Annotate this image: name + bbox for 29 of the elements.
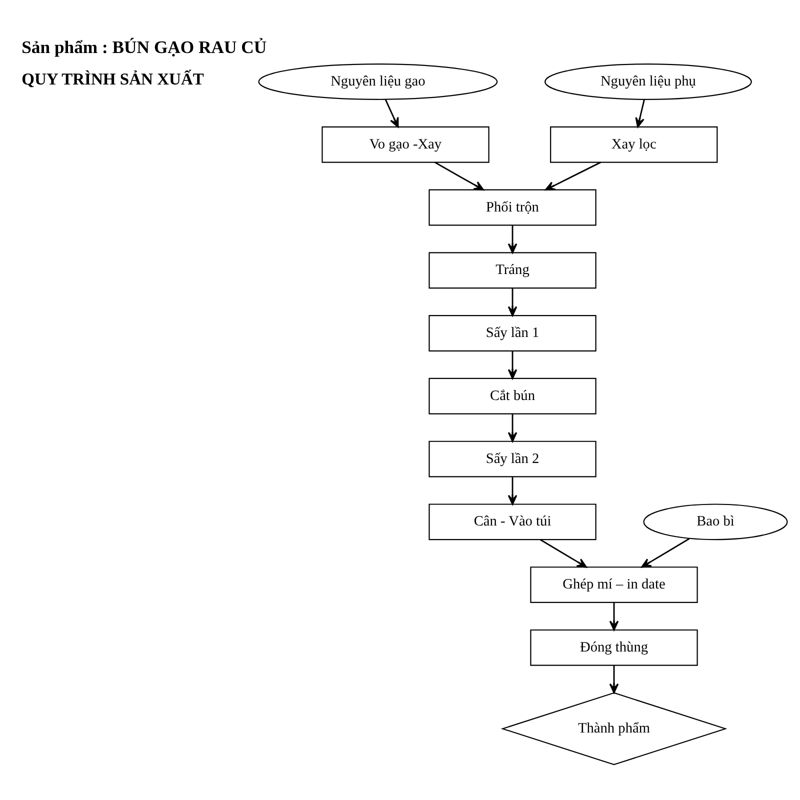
arrow [508,225,518,254]
arrow [635,99,645,128]
arrow [508,350,518,380]
arrow [609,665,619,694]
arrow [508,288,518,316]
node-box: Phối trộn [428,189,596,226]
arrow [609,602,619,631]
arrow [384,99,399,128]
node-box: Ghép mí – in date [530,566,698,603]
arrow [508,414,518,442]
node-box: Vo gạo -Xay [322,126,490,163]
arrow [641,538,690,568]
node-box: Xay lọc [550,126,718,163]
node-ellipse: Nguyên liệu phụ [544,64,752,100]
node-box: Tráng [428,252,596,289]
arrow [540,538,588,568]
node-box: Sấy lần 1 [428,315,596,352]
arrow [434,162,484,191]
node-box: Cắt bún [428,378,596,414]
diagram-title: Sản phẩm : BÚN GẠO RAU CỦ [22,36,267,57]
arrow [508,476,518,505]
node-box: Sấy lần 2 [428,440,596,478]
node-box: Cân - Vào túi [428,504,596,540]
arrow [544,162,602,191]
node-ellipse: Nguyên liệu gao [258,64,498,100]
node-box: Đóng thùng [530,629,698,666]
node-diamond: Thành phẩm [500,692,728,766]
node-ellipse: Bao bì [643,504,788,540]
label: QUY TRÌNH SẢN XUẤT [22,70,204,88]
